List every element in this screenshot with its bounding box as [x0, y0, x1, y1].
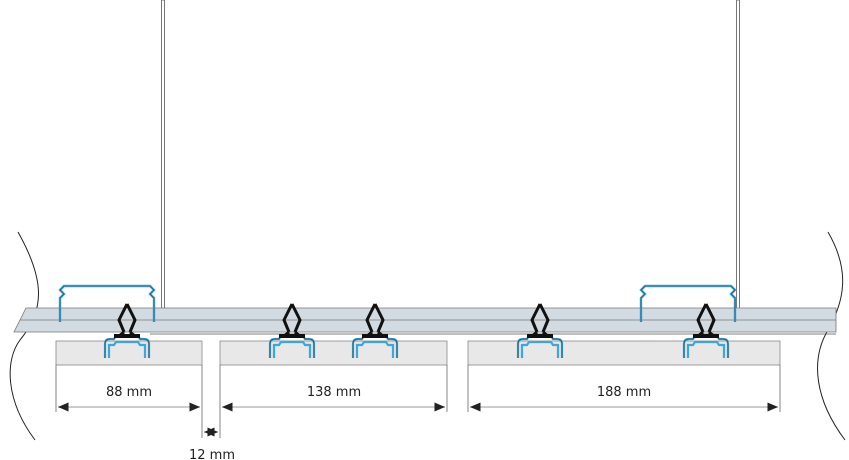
carrier-rail: [13, 307, 837, 335]
panel-188: [467, 340, 781, 366]
extension-lines: [55, 365, 781, 438]
dim-label-12: 12 mm: [189, 448, 235, 460]
left-break-line: [9, 231, 39, 441]
dim-label-188: 188 mm: [597, 385, 651, 400]
panel-138: [219, 340, 448, 366]
panel-88: [55, 340, 203, 366]
hanger-rod-left: [159, 0, 167, 320]
hanger-rod-right: [734, 0, 742, 320]
dim-label-138: 138 mm: [307, 385, 361, 400]
right-break-line: [817, 231, 846, 441]
dim-label-88: 88 mm: [106, 385, 152, 400]
